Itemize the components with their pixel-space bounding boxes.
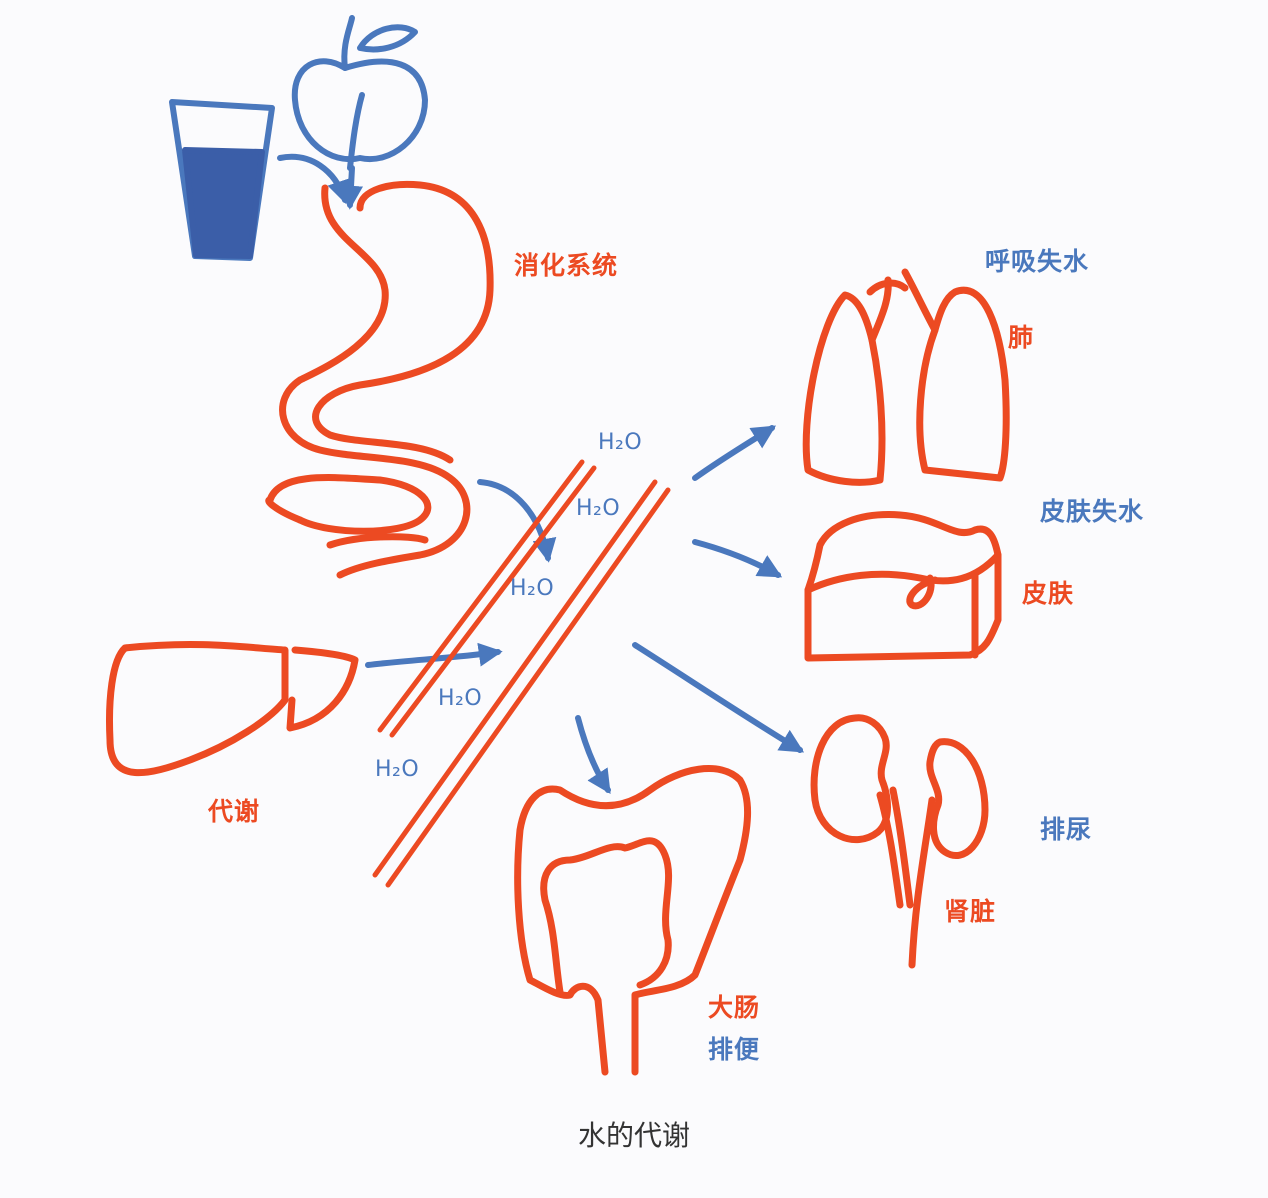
intake-arrows — [277, 153, 364, 210]
water-formula-1: H₂O — [598, 430, 643, 455]
label-metabolism: 代谢 — [208, 797, 261, 826]
water-formula-3: H₂O — [510, 576, 555, 601]
liver-shape — [106, 641, 359, 777]
arrow-to-intestine — [575, 715, 611, 795]
large-intestine-shape — [514, 765, 751, 1076]
apple-icon — [291, 15, 428, 171]
arrow-to-skin — [692, 539, 783, 578]
digestive-system-shape — [265, 180, 494, 579]
absorption-arrow — [477, 479, 557, 563]
water-glass-icon — [169, 99, 275, 261]
label-skin: 皮肤 — [1022, 579, 1075, 608]
arrow-to-kidney — [632, 642, 805, 753]
label-kidney: 肾脏 — [944, 897, 997, 926]
lung-shape — [802, 268, 1010, 486]
skin-shape — [804, 511, 1002, 662]
label-large-intestine: 大肠 — [708, 993, 761, 1022]
water-formula-5: H₂O — [375, 757, 420, 782]
kidney-shape — [810, 714, 989, 969]
label-lung: 肺 — [1008, 323, 1035, 352]
arrow-to-lung — [692, 425, 777, 481]
label-respiratory-water-loss: 呼吸失水 — [985, 247, 1090, 276]
figure-caption: 水的代谢 — [577, 1119, 690, 1152]
output-arrows — [575, 425, 805, 795]
label-skin-water-loss: 皮肤失水 — [1040, 497, 1145, 526]
blood-vessel-lines — [372, 459, 671, 888]
water-formula-2: H₂O — [576, 496, 621, 521]
label-defecation: 排便 — [708, 1035, 761, 1064]
water-formula-4: H₂O — [438, 686, 483, 711]
label-urination: 排尿 — [1040, 815, 1093, 844]
label-digestive-system: 消化系统 — [514, 251, 619, 280]
